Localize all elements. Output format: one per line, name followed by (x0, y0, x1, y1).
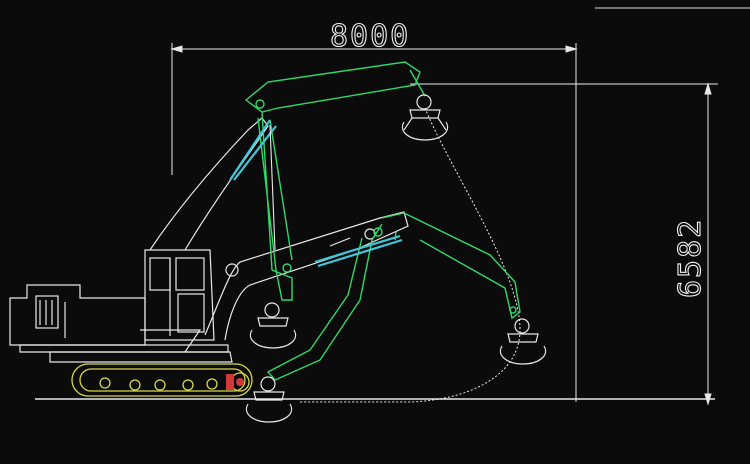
grapple-middle-left (249, 302, 297, 349)
hydraulic-cylinders (229, 119, 403, 268)
upper-arm-outline (269, 124, 351, 251)
crawler-track (71, 363, 253, 397)
stick-lowered (266, 212, 521, 381)
height-dimension (704, 82, 712, 406)
grapple-top (401, 94, 449, 141)
height-dimension-label: 6582 (673, 218, 708, 298)
drive-sprocket (236, 378, 244, 386)
stick-raised (244, 61, 426, 301)
width-dimension-label: 8000 (330, 19, 410, 54)
grapple-right (499, 318, 547, 365)
excavator-body (9, 249, 233, 363)
reach-envelope-arc (300, 107, 521, 403)
grapple-bottom (245, 376, 293, 423)
sprocket-mark (226, 374, 234, 390)
width-dimension (170, 43, 578, 170)
main-boom-raised (149, 117, 269, 251)
